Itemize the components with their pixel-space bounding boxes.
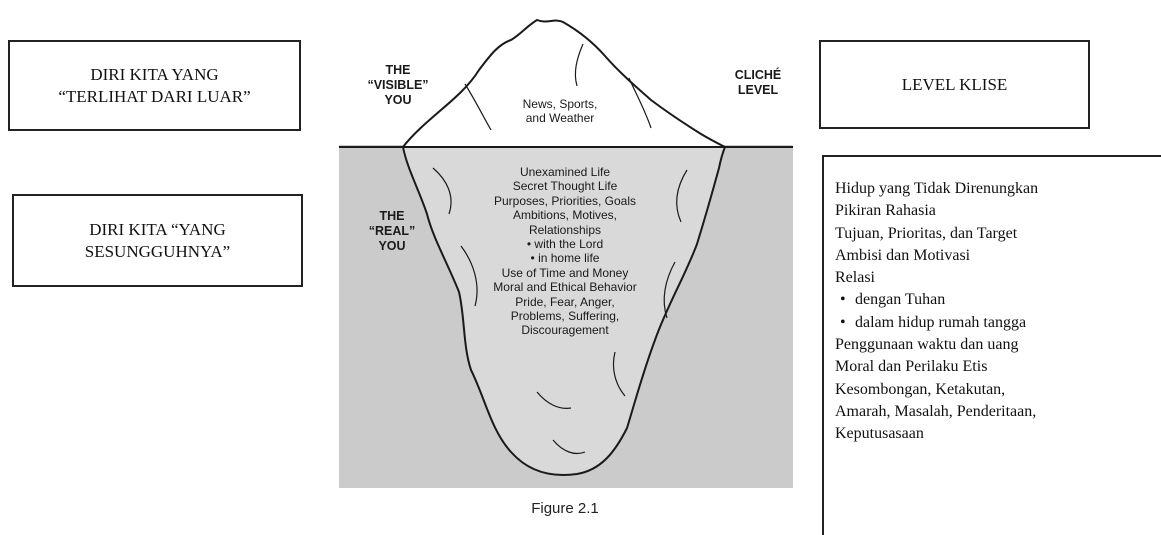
real-you-label: THE “REAL” YOU (352, 209, 432, 254)
visible-self-line-1: DIRI KITA YANG (90, 64, 219, 84)
below-water-line: • with the Lord (526, 237, 604, 252)
visible-label-line: YOU (384, 93, 412, 107)
visible-label-line: “VISIBLE” (367, 78, 429, 92)
above-water-text: News, Sports, and Weather (490, 97, 630, 125)
cliche-level-text: LEVEL KLISE (901, 74, 1008, 94)
cliche-label-line: LEVEL (737, 83, 779, 97)
translation-bullet-text: dengan Tuhan (855, 291, 946, 309)
visible-self-box: DIRI KITA YANG “TERLIHAT DARI LUAR” (8, 40, 301, 131)
below-water-line: Purposes, Priorities, Goals (493, 193, 637, 208)
below-water-line: Relationships (528, 222, 602, 237)
real-label-line: THE (379, 209, 405, 223)
translation-bullet: • dengan Tuhan (835, 289, 1161, 311)
below-water-line: Discouragement (521, 323, 609, 338)
ice-cracks (432, 43, 688, 455)
below-water-line: Pride, Fear, Anger, (515, 294, 615, 309)
real-label-line: “REAL” (368, 224, 416, 238)
real-self-box: DIRI KITA “YANG SESUNGGUHNYA” (12, 194, 303, 287)
cliche-level-label: CLICHÉ LEVEL (723, 68, 793, 98)
translation-line: Kesombongan, Ketakutan, (835, 380, 1006, 398)
visible-self-line-2: “TERLIHAT DARI LUAR” (58, 86, 251, 106)
below-water-line: Use of Time and Money (501, 265, 629, 280)
below-water-line: Unexamined Life (519, 165, 611, 179)
cliche-level-box: LEVEL KLISE (819, 40, 1090, 129)
below-water-line: Problems, Suffering, (510, 309, 620, 324)
figure-caption: Figure 2.1 (531, 500, 599, 517)
translation-line: Amarah, Masalah, Penderitaan, (835, 402, 1037, 420)
iceberg-figure: THE “VISIBLE” YOU CLICHÉ LEVEL THE “REAL… (315, 0, 815, 533)
visible-you-label: THE “VISIBLE” YOU (353, 63, 443, 108)
translation-line: Hidup yang Tidak Direnungkan (835, 180, 1039, 197)
visible-ice (400, 18, 726, 148)
translation-line: Relasi (835, 269, 875, 287)
real-label-line: YOU (378, 239, 406, 253)
cliche-label-line: CLICHÉ (734, 68, 782, 82)
above-water-line: News, Sports, (522, 97, 598, 111)
bullet-icon: • (840, 313, 846, 331)
iceberg-illustration (339, 18, 793, 488)
below-water-line: Secret Thought Life (512, 179, 618, 194)
translation-bullet: • dalam hidup rumah tangga (835, 312, 1161, 334)
translation-line: Tujuan, Prioritas, dan Target (835, 224, 1018, 242)
translation-line: Moral dan Perilaku Etis (835, 358, 988, 376)
below-water-line: Ambitions, Motives, (512, 208, 618, 223)
translation-line: Penggunaan waktu dan uang (835, 336, 1019, 354)
below-water-line: • in home life (530, 251, 600, 266)
translation-bullet-text: dalam hidup rumah tangga (855, 313, 1027, 331)
above-water-line: and Weather (525, 111, 595, 125)
visible-label-line: THE (385, 63, 411, 77)
bullet-icon: • (840, 291, 846, 309)
real-self-line-1: DIRI KITA “YANG (89, 219, 226, 239)
real-self-line-2: SESUNGGUHNYA” (84, 241, 231, 261)
translation-line: Ambisi dan Motivasi (835, 246, 971, 264)
translation-box: Hidup yang Tidak Direnungkan Pikiran Rah… (822, 155, 1161, 535)
below-water-line: Moral and Ethical Behavior (493, 280, 637, 295)
below-water-text: Unexamined Life Secret Thought Life Purp… (470, 165, 660, 338)
submerged-ice (401, 146, 727, 476)
translation-line: Keputusasaan (835, 425, 924, 443)
translation-line: Pikiran Rahasia (835, 202, 936, 220)
